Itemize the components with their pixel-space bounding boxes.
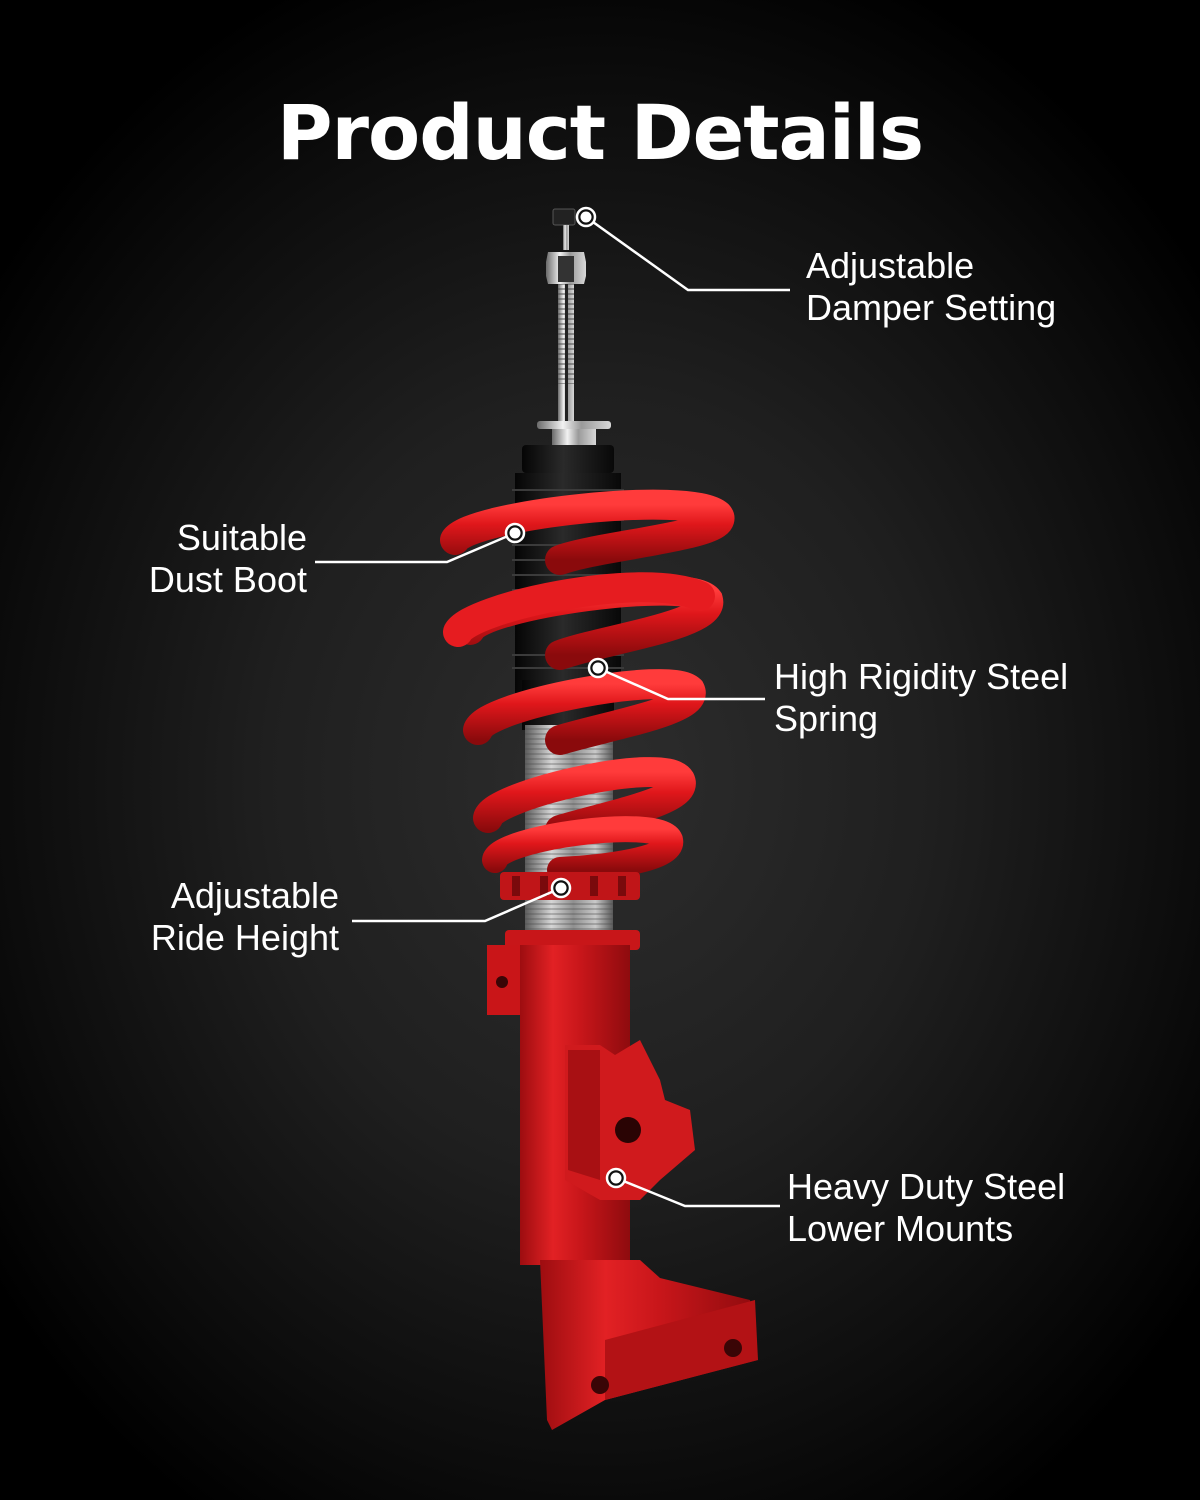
callout-line-2: Spring [774, 698, 879, 739]
callout-suitable-dust-boot: Suitable Dust Boot [149, 517, 307, 601]
damper-adjuster-knob [546, 208, 586, 284]
callout-line-1: Adjustable [806, 245, 975, 286]
coil-spring [440, 489, 735, 883]
callout-line-2: Ride Height [150, 917, 339, 958]
strut-lower-body [487, 930, 758, 1430]
callout-dot-boot [504, 522, 526, 544]
page-title: Product Details [276, 88, 924, 177]
piston-rod [537, 284, 611, 445]
callout-line-2: Damper Setting [806, 287, 1057, 328]
callout-line-2: Dust Boot [148, 559, 307, 600]
callout-line-1: Adjustable [170, 875, 339, 916]
callout-heavy-duty-steel-lower-mounts: Heavy Duty Steel Lower Mounts [787, 1166, 1065, 1250]
callout-line-1: Heavy Duty Steel [787, 1166, 1066, 1207]
callout-adjustable-damper-setting: Adjustable Damper Setting [806, 245, 1056, 329]
callout-dot-mounts [605, 1167, 627, 1189]
callout-line-1: High Rigidity Steel [774, 656, 1069, 697]
callout-line-2: Lower Mounts [787, 1208, 1014, 1249]
callout-line-1: Suitable [176, 517, 307, 558]
callout-dot-damper [575, 206, 597, 228]
callout-dot-spring [587, 657, 609, 679]
callout-high-rigidity-steel-spring: High Rigidity Steel Spring [774, 656, 1068, 740]
top-cap [522, 445, 614, 473]
callout-lines [315, 215, 790, 1208]
callout-dots [504, 206, 627, 1189]
callout-dot-ride [550, 877, 572, 899]
callout-adjustable-ride-height: Adjustable Ride Height [151, 875, 339, 959]
